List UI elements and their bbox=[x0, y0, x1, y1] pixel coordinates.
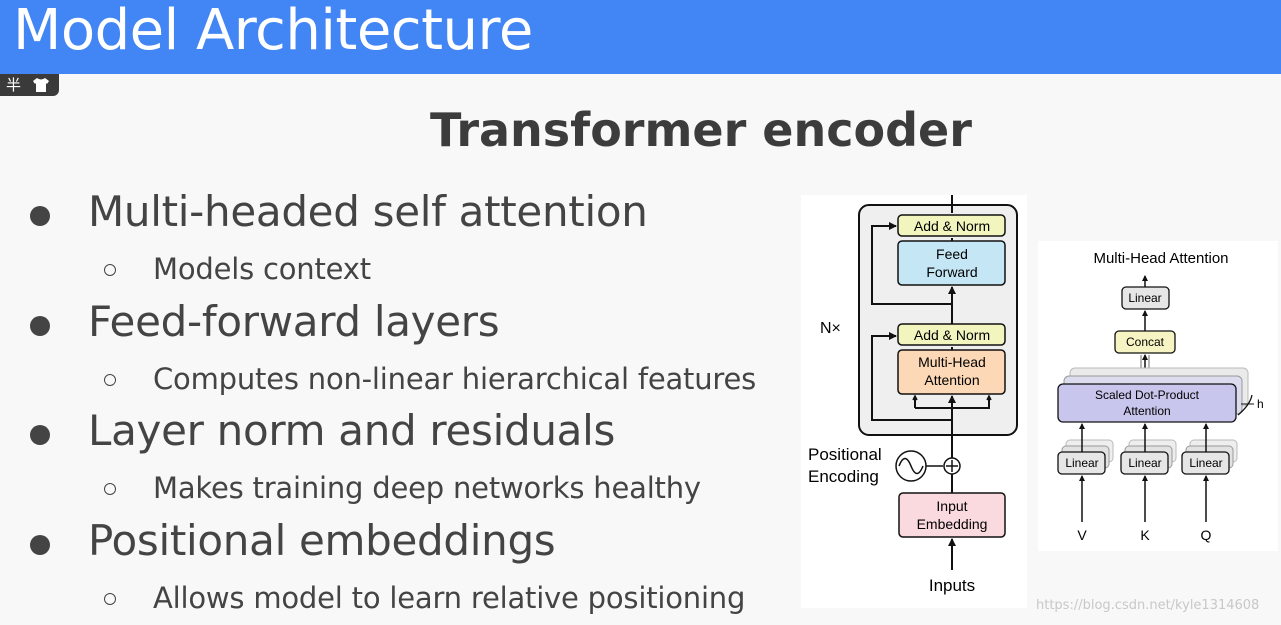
concat-label: Concat bbox=[1126, 335, 1165, 349]
sdpa-label: Attention bbox=[1123, 404, 1170, 418]
sub-bullet-text: Allows model to learn relative positioni… bbox=[153, 581, 746, 615]
scaled-dot-product-attention-box bbox=[1057, 383, 1237, 423]
input-k-label: K bbox=[1140, 527, 1150, 543]
add-norm-box bbox=[897, 214, 1006, 237]
multi-head-attention-label: Attention bbox=[924, 372, 979, 388]
shirt-icon bbox=[33, 78, 49, 92]
linear-label: Linear bbox=[1189, 456, 1222, 470]
residual-connection bbox=[871, 222, 952, 305]
bullet-text: Positional embeddings bbox=[88, 516, 556, 565]
attention-branch-arrowhead bbox=[986, 394, 992, 401]
slide-header: Model Architecture bbox=[0, 0, 1281, 74]
linear-projection-q: Linear bbox=[1181, 439, 1238, 475]
feed-forward-label: Forward bbox=[926, 264, 977, 280]
head-count-label: h bbox=[1257, 397, 1264, 411]
sub-bullet-text: Computes non-linear hierarchical feature… bbox=[153, 362, 757, 396]
input-embedding-label: Input bbox=[936, 498, 967, 514]
input-embedding-label: Embedding bbox=[917, 516, 988, 532]
multi-head-attention-diagram: Multi-Head Attention Linear Concat Scale… bbox=[1038, 241, 1278, 551]
slide-title: Model Architecture bbox=[13, 0, 533, 63]
watermark-url: https://blog.csdn.net/kyle1314608 bbox=[1036, 598, 1260, 613]
feed-forward-label: Feed bbox=[936, 246, 968, 262]
linear-projection-v: Linear bbox=[1057, 439, 1114, 475]
sub-bullet-circle bbox=[104, 374, 116, 386]
mha-title: Multi-Head Attention bbox=[1093, 250, 1228, 267]
sub-bullet-text: Makes training deep networks healthy bbox=[153, 471, 701, 505]
sub-bullet-text: Models context bbox=[153, 252, 371, 286]
encoder-layer-block bbox=[858, 204, 1018, 436]
sdpa-label: Scaled Dot-Product bbox=[1095, 388, 1200, 402]
add-norm-label: Add & Norm bbox=[914, 327, 990, 343]
slide-subtitle: Transformer encoder bbox=[430, 103, 972, 157]
positional-encoding-label: Positional bbox=[808, 445, 882, 464]
nx-label: N× bbox=[820, 320, 841, 337]
linear-label: Linear bbox=[1065, 456, 1098, 470]
linear-projection-k: Linear bbox=[1120, 439, 1177, 475]
bullet-dot bbox=[30, 206, 50, 226]
toolbar-badge[interactable]: 半 bbox=[0, 74, 59, 96]
sine-wave-curve bbox=[898, 457, 924, 475]
multi-head-attention-label: Multi-Head bbox=[918, 354, 986, 370]
positional-encoding-label: Encoding bbox=[808, 467, 879, 486]
linear-label: Linear bbox=[1128, 291, 1161, 305]
sub-bullet-circle bbox=[104, 483, 116, 495]
encoder-diagram-svg: Add & Norm Feed Forward Add & Norm Multi… bbox=[808, 195, 1018, 595]
residual-connection bbox=[871, 332, 952, 421]
sub-bullet-circle bbox=[104, 264, 116, 276]
bullet-text: Feed-forward layers bbox=[88, 297, 500, 346]
head-count-bracket bbox=[1237, 394, 1253, 416]
input-v-label: V bbox=[1077, 527, 1087, 543]
multi-head-attention-svg: Multi-Head Attention Linear Concat Scale… bbox=[1057, 250, 1264, 543]
bullet-dot bbox=[30, 535, 50, 555]
badge-label: 半 bbox=[6, 76, 22, 94]
bullet-text: Layer norm and residuals bbox=[88, 406, 616, 455]
encoder-diagram: Add & Norm Feed Forward Add & Norm Multi… bbox=[801, 195, 1027, 608]
bullet-dot bbox=[30, 316, 50, 336]
sub-bullet-circle bbox=[104, 593, 116, 605]
attention-branch-arrowhead bbox=[912, 394, 918, 401]
input-q-label: Q bbox=[1201, 527, 1212, 543]
linear-label: Linear bbox=[1128, 456, 1161, 470]
bullet-dot bbox=[30, 425, 50, 445]
bullet-text: Multi-headed self attention bbox=[88, 187, 648, 236]
inputs-label: Inputs bbox=[929, 576, 975, 595]
add-norm-label: Add & Norm bbox=[914, 218, 990, 234]
